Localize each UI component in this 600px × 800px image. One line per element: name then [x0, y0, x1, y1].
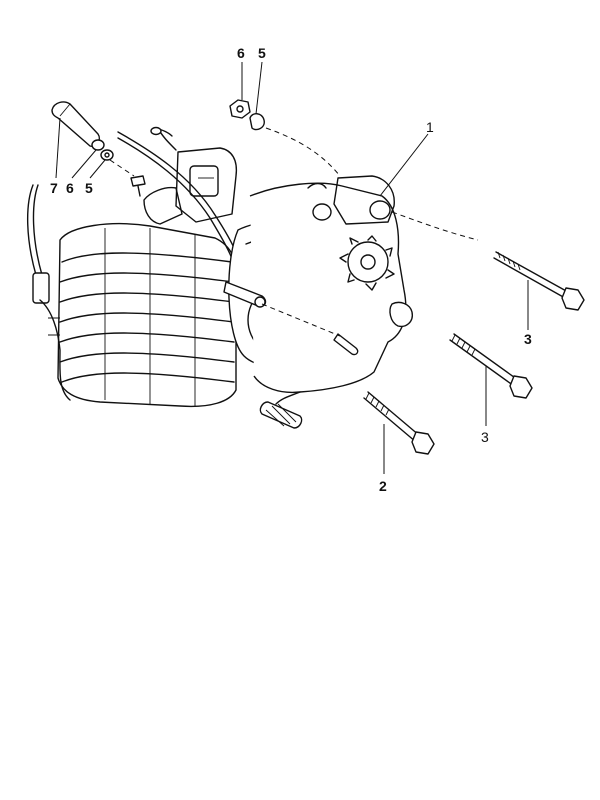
callout-6-left: 6: [66, 180, 74, 196]
small-hex-bolt: [130, 175, 146, 197]
bolt-3-lower: [449, 333, 533, 399]
spark-plug-cable: [27, 184, 43, 276]
engine-assembly: [27, 126, 413, 429]
cylinder-fins: [39, 223, 238, 408]
gearbox-housing: [249, 175, 407, 394]
alignment-line-right: [391, 211, 479, 241]
carburetor: [143, 126, 238, 225]
callout-2: 2: [379, 478, 387, 494]
callout-7: 7: [50, 180, 58, 196]
callout-5-left: 5: [85, 180, 93, 196]
rear-boss: [389, 301, 413, 328]
lower-pin: [333, 333, 359, 356]
washer-5-top: [249, 113, 265, 131]
callout-3-upper: 3: [524, 331, 532, 347]
callout-1: 1: [426, 119, 434, 135]
nuts-top-group: [229, 99, 341, 177]
bolt-7-group: [51, 101, 135, 177]
washer-6-left: [91, 139, 105, 151]
callout-3-lower: 3: [481, 429, 489, 445]
drive-sprocket: [339, 235, 395, 291]
callout-6-top: 6: [237, 45, 245, 61]
bolt-2: [363, 391, 435, 455]
kick-start-pedal: [259, 391, 303, 429]
leader-lines: [55, 61, 529, 474]
callout-5-top: 5: [258, 45, 266, 61]
bolt-3-upper: [493, 251, 585, 311]
spark-plug-cap: [32, 272, 50, 304]
